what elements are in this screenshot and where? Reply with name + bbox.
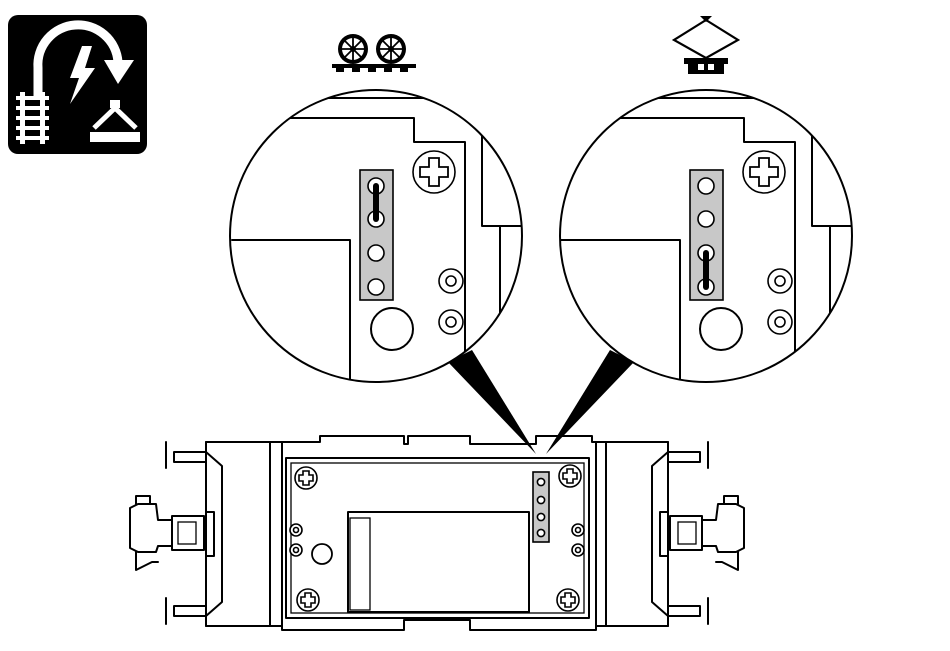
left-callout-pointer bbox=[448, 350, 536, 454]
contact-pad bbox=[368, 279, 384, 295]
screw-icon bbox=[559, 465, 581, 487]
contact-pad bbox=[698, 211, 714, 227]
locomotive-chassis bbox=[206, 436, 668, 630]
contact-pad bbox=[368, 245, 384, 261]
pantograph-icon bbox=[674, 16, 738, 74]
track-catenary-switch-icon bbox=[8, 15, 147, 154]
magnified-view-track-setting bbox=[230, 90, 540, 390]
magnified-view-catenary-setting bbox=[560, 90, 870, 390]
contact-pad bbox=[698, 178, 714, 194]
right-callout-pointer bbox=[546, 350, 634, 454]
right-coupler bbox=[652, 442, 744, 624]
wheels-on-rail-icon bbox=[332, 34, 416, 72]
left-coupler bbox=[130, 442, 222, 624]
screw-icon bbox=[297, 589, 319, 611]
screw-icon bbox=[557, 589, 579, 611]
screw-icon bbox=[295, 467, 317, 489]
